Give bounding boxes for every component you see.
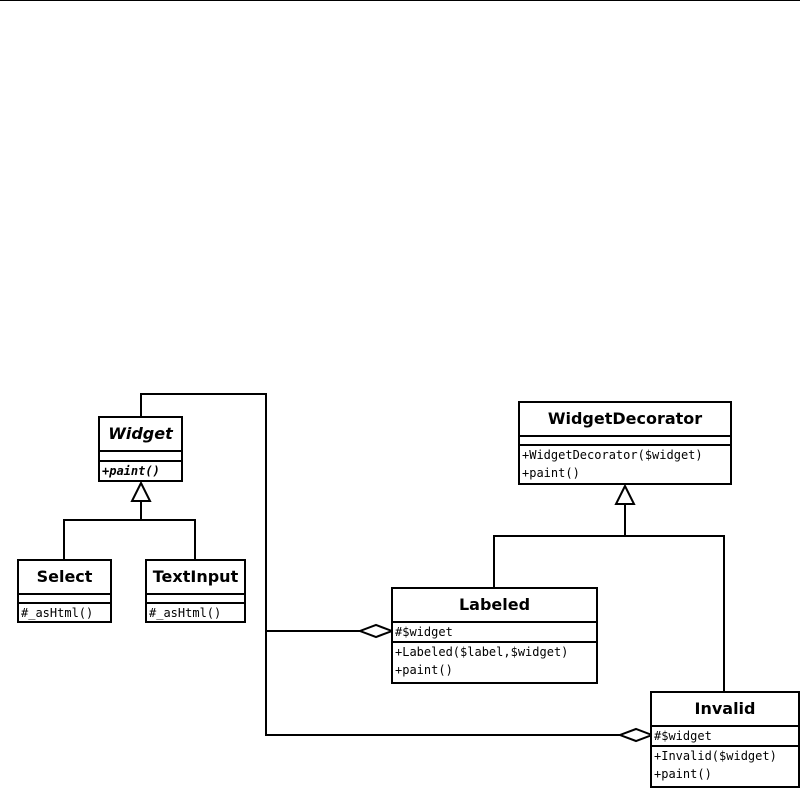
method-paint: +paint() (522, 466, 580, 480)
class-widget-methods: +paint() (100, 460, 181, 480)
class-invalid[interactable]: Invalid #$widget +Invalid($widget) +pain… (650, 691, 800, 788)
class-widget-name: Widget (108, 424, 173, 443)
attribute-widget: #$widget (654, 729, 712, 743)
top-border-line (0, 0, 800, 1)
class-select-attributes (19, 593, 110, 602)
generalization-widget-subclasses (63, 480, 196, 560)
method-constructor: +Invalid($widget) (654, 749, 777, 763)
class-labeled-name: Labeled (458, 595, 531, 614)
class-widget-decorator-attributes (520, 435, 730, 444)
method-paint: +paint() (395, 663, 453, 677)
method-paint: +paint() (654, 767, 712, 781)
class-textinput-attributes (147, 593, 244, 602)
class-widget-attributes (100, 450, 181, 460)
aggregation-widget-links (140, 393, 655, 743)
class-labeled[interactable]: Labeled #$widget +Labeled($label,$widget… (391, 587, 598, 684)
class-invalid-methods: +Invalid($widget) +paint() (652, 745, 798, 783)
class-widget[interactable]: Widget +paint() (98, 416, 183, 482)
class-invalid-name: Invalid (694, 699, 756, 718)
class-widget-decorator-methods: +WidgetDecorator($widget) +paint() (520, 444, 730, 482)
method-as-html: #_asHtml() (149, 606, 222, 620)
method-as-html: #_asHtml() (21, 606, 94, 620)
class-select-methods: #_asHtml() (19, 602, 110, 622)
class-labeled-methods: +Labeled($label,$widget) +paint() (393, 641, 596, 679)
class-textinput[interactable]: TextInput #_asHtml() (145, 559, 246, 623)
method-paint: +paint() (102, 464, 160, 478)
class-textinput-name: TextInput (152, 567, 239, 586)
class-select-name: Select (36, 567, 93, 586)
attribute-widget: #$widget (395, 625, 453, 639)
class-labeled-attributes: #$widget (393, 621, 596, 641)
method-constructor: +Labeled($label,$widget) (395, 645, 569, 659)
class-textinput-methods: #_asHtml() (147, 602, 244, 622)
class-widget-decorator-name: WidgetDecorator (547, 409, 703, 428)
class-invalid-attributes: #$widget (652, 725, 798, 745)
class-select[interactable]: Select #_asHtml() (17, 559, 112, 623)
class-widget-decorator[interactable]: WidgetDecorator +WidgetDecorator($widget… (518, 401, 732, 485)
method-constructor: +WidgetDecorator($widget) (522, 448, 703, 462)
generalization-decorator-subclasses (493, 483, 725, 692)
